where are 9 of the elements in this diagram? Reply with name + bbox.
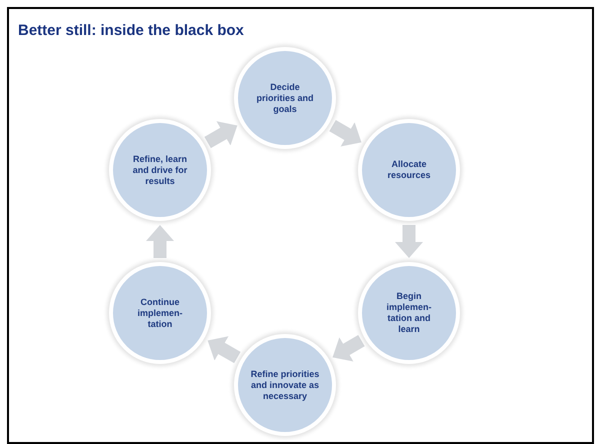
step-text: Refine priorities and innovate as necessary (250, 368, 320, 402)
step-text: Refine, learn and drive for results (132, 154, 188, 186)
block-arrow (395, 225, 423, 258)
step-text: Decide priorities and goals (255, 82, 314, 114)
step-text: Begin implemen-tation and learn (385, 291, 432, 335)
step-text: Allocate resources (386, 159, 432, 181)
slide-title: Better still: inside the black box (18, 21, 244, 41)
step-text: Continue implemen-tation (136, 296, 184, 330)
block-arrow (146, 225, 174, 258)
